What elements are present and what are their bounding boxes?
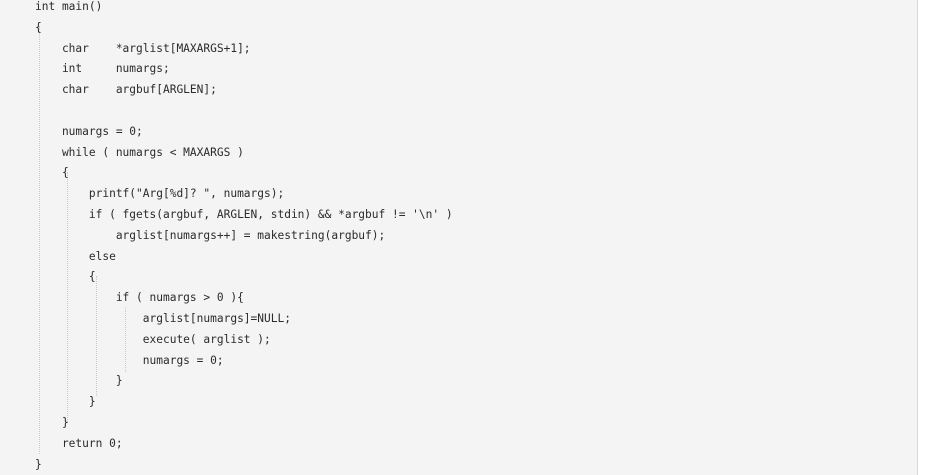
code-line: arglist[numargs]=NULL; <box>35 311 291 325</box>
indent-guide <box>39 26 40 454</box>
code-line: arglist[numargs++] = makestring(argbuf); <box>35 228 386 242</box>
code-line: numargs = 0; <box>35 353 224 367</box>
code-line: if ( numargs > 0 ){ <box>35 291 244 305</box>
code-line: return 0; <box>35 436 123 450</box>
code-line: } <box>35 395 96 409</box>
code-line: numargs = 0; <box>35 124 143 138</box>
code-line: else <box>35 249 116 263</box>
code-line: execute( arglist ); <box>35 332 271 346</box>
code-line: { <box>35 20 42 34</box>
indent-guide <box>67 172 68 422</box>
code-line <box>35 101 453 122</box>
indent-guide <box>125 307 126 372</box>
code-line: { <box>35 166 69 180</box>
indent-guide <box>96 276 97 396</box>
code-line: } <box>35 457 42 471</box>
code-line: { <box>35 270 96 284</box>
code-line: int numargs; <box>35 62 170 76</box>
code-line: printf("Arg[%d]? ", numargs); <box>35 187 285 201</box>
code-listing: int main() { char *arglist[MAXARGS+1]; i… <box>35 0 453 475</box>
code-line: int main() <box>35 0 103 13</box>
code-line: char argbuf[ARGLEN]; <box>35 83 217 97</box>
code-line: } <box>35 415 69 429</box>
code-line: } <box>35 374 123 388</box>
code-line: if ( fgets(argbuf, ARGLEN, stdin) && *ar… <box>35 207 453 221</box>
code-line: char *arglist[MAXARGS+1]; <box>35 41 251 55</box>
code-line: while ( numargs < MAXARGS ) <box>35 145 244 159</box>
